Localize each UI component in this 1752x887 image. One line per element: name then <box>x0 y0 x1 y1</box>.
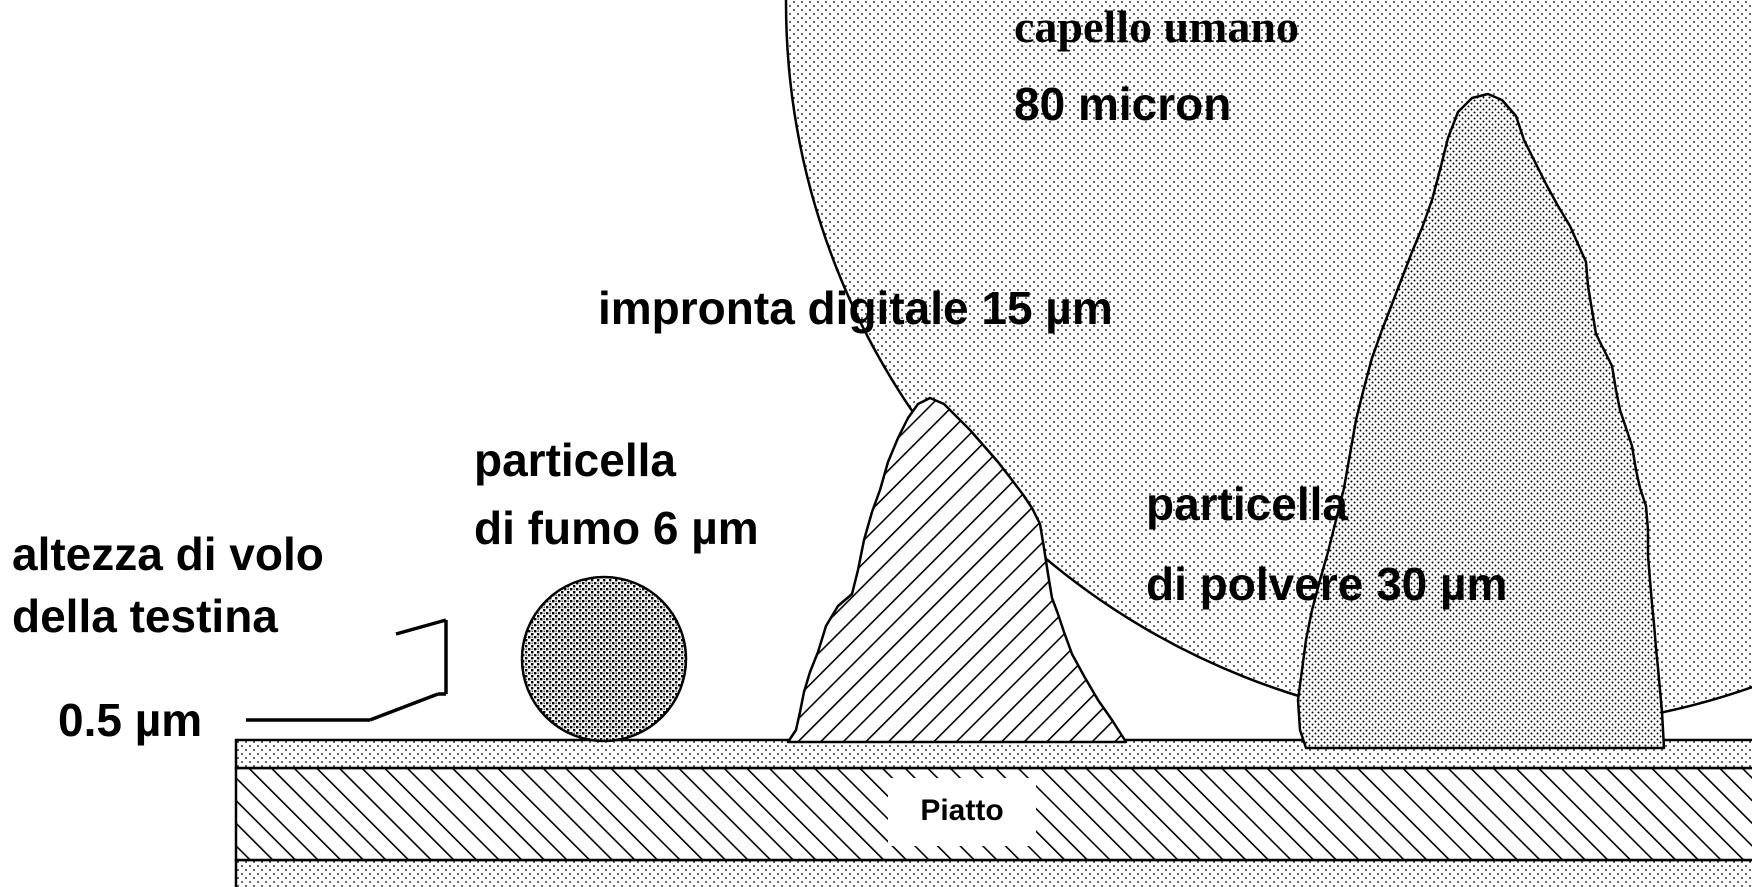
smoke-particle <box>520 575 688 743</box>
fingerprint-label: impronta digitale 15 µm <box>598 282 1113 334</box>
hair-size-label: 80 micron <box>1014 78 1231 130</box>
platter-label: Piatto <box>920 794 1003 827</box>
fly-height-indicator <box>246 618 448 722</box>
flyheight-value-label: 0.5 µm <box>58 694 202 746</box>
flyheight-label-line2: della testina <box>12 590 278 642</box>
smoke-label-line2: di fumo 6 µm <box>474 502 759 554</box>
dust-label-line1: particella <box>1146 478 1348 530</box>
platter-bottom-layer <box>234 858 1752 887</box>
flyheight-label-line1: altezza di volo <box>12 528 324 580</box>
hair-title-label: capello umano <box>1014 1 1299 52</box>
platter-label-box <box>888 778 1036 846</box>
dust-particle-shape <box>1296 92 1666 750</box>
dust-label-line2: di polvere 30 µm <box>1146 558 1507 610</box>
fingerprint-shape <box>786 396 1128 744</box>
smoke-label-line1: particella <box>474 434 676 486</box>
